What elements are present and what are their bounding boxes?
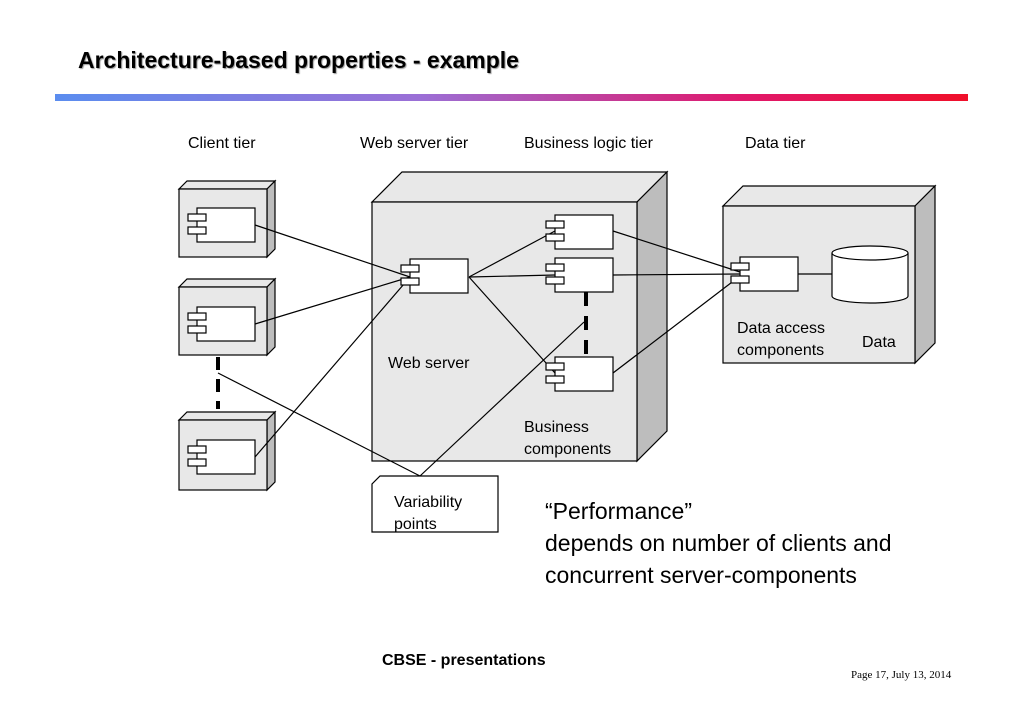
client-node-2 bbox=[177, 277, 277, 357]
footer-presentation-name: CBSE - presentations bbox=[382, 652, 546, 669]
client-node-1 bbox=[177, 179, 277, 259]
data-label: Data bbox=[862, 334, 896, 351]
tier-label-web-server: Web server tier bbox=[360, 135, 469, 152]
web-server-component bbox=[400, 258, 469, 294]
tier-label-data: Data tier bbox=[745, 135, 806, 152]
client-component-1 bbox=[187, 207, 256, 243]
variability-label-line2: points bbox=[394, 516, 437, 533]
data-access-label-line2: components bbox=[737, 342, 824, 359]
performance-note-line1: “Performance” bbox=[545, 498, 692, 524]
tier-label-business-logic: Business logic tier bbox=[524, 135, 654, 152]
connections bbox=[217, 224, 832, 477]
performance-note-line3: concurrent server-components bbox=[545, 562, 857, 588]
business-component-2 bbox=[545, 257, 614, 293]
business-components-label-line1: Business bbox=[524, 419, 589, 436]
data-node bbox=[721, 184, 937, 365]
slide-title: Architecture-based properties - example bbox=[78, 47, 519, 73]
client-component-2 bbox=[187, 306, 256, 342]
client-node-3 bbox=[177, 410, 277, 492]
tier-label-client: Client tier bbox=[188, 135, 256, 152]
title-accent-rule bbox=[55, 94, 968, 101]
web-server-label: Web server bbox=[388, 355, 470, 372]
data-access-component bbox=[730, 256, 799, 292]
footer-page-info: Page 17, July 13, 2014 bbox=[851, 669, 952, 681]
variability-note: Variability points bbox=[371, 475, 499, 533]
database-icon bbox=[831, 245, 909, 304]
performance-note: “Performance” depends on number of clien… bbox=[545, 495, 892, 591]
data-access-label-line1: Data access bbox=[737, 320, 825, 337]
business-component-1 bbox=[545, 214, 614, 250]
client-component-3 bbox=[187, 439, 256, 475]
variability-label-line1: Variability bbox=[394, 494, 462, 511]
business-component-3 bbox=[545, 356, 614, 392]
performance-note-line2: depends on number of clients and bbox=[545, 530, 892, 556]
web-server-node bbox=[370, 170, 669, 463]
business-components-label-line2: components bbox=[524, 441, 611, 458]
